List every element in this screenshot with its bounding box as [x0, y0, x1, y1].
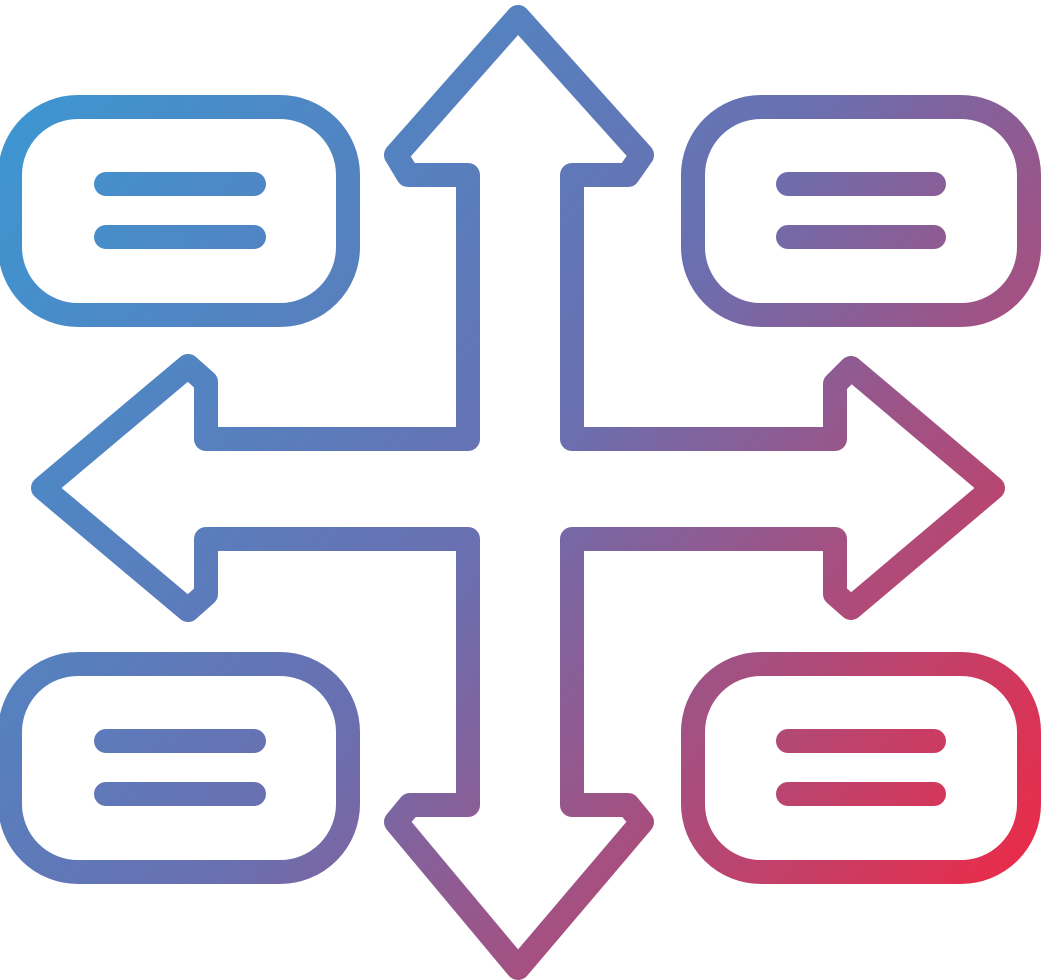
note-box-bottom-left [0, 652, 360, 884]
note-box-top-right [681, 95, 1041, 327]
cross-arrow-outline [31, 5, 1005, 980]
note-box-top-left [0, 95, 360, 327]
note-box-bottom-right [681, 652, 1041, 884]
